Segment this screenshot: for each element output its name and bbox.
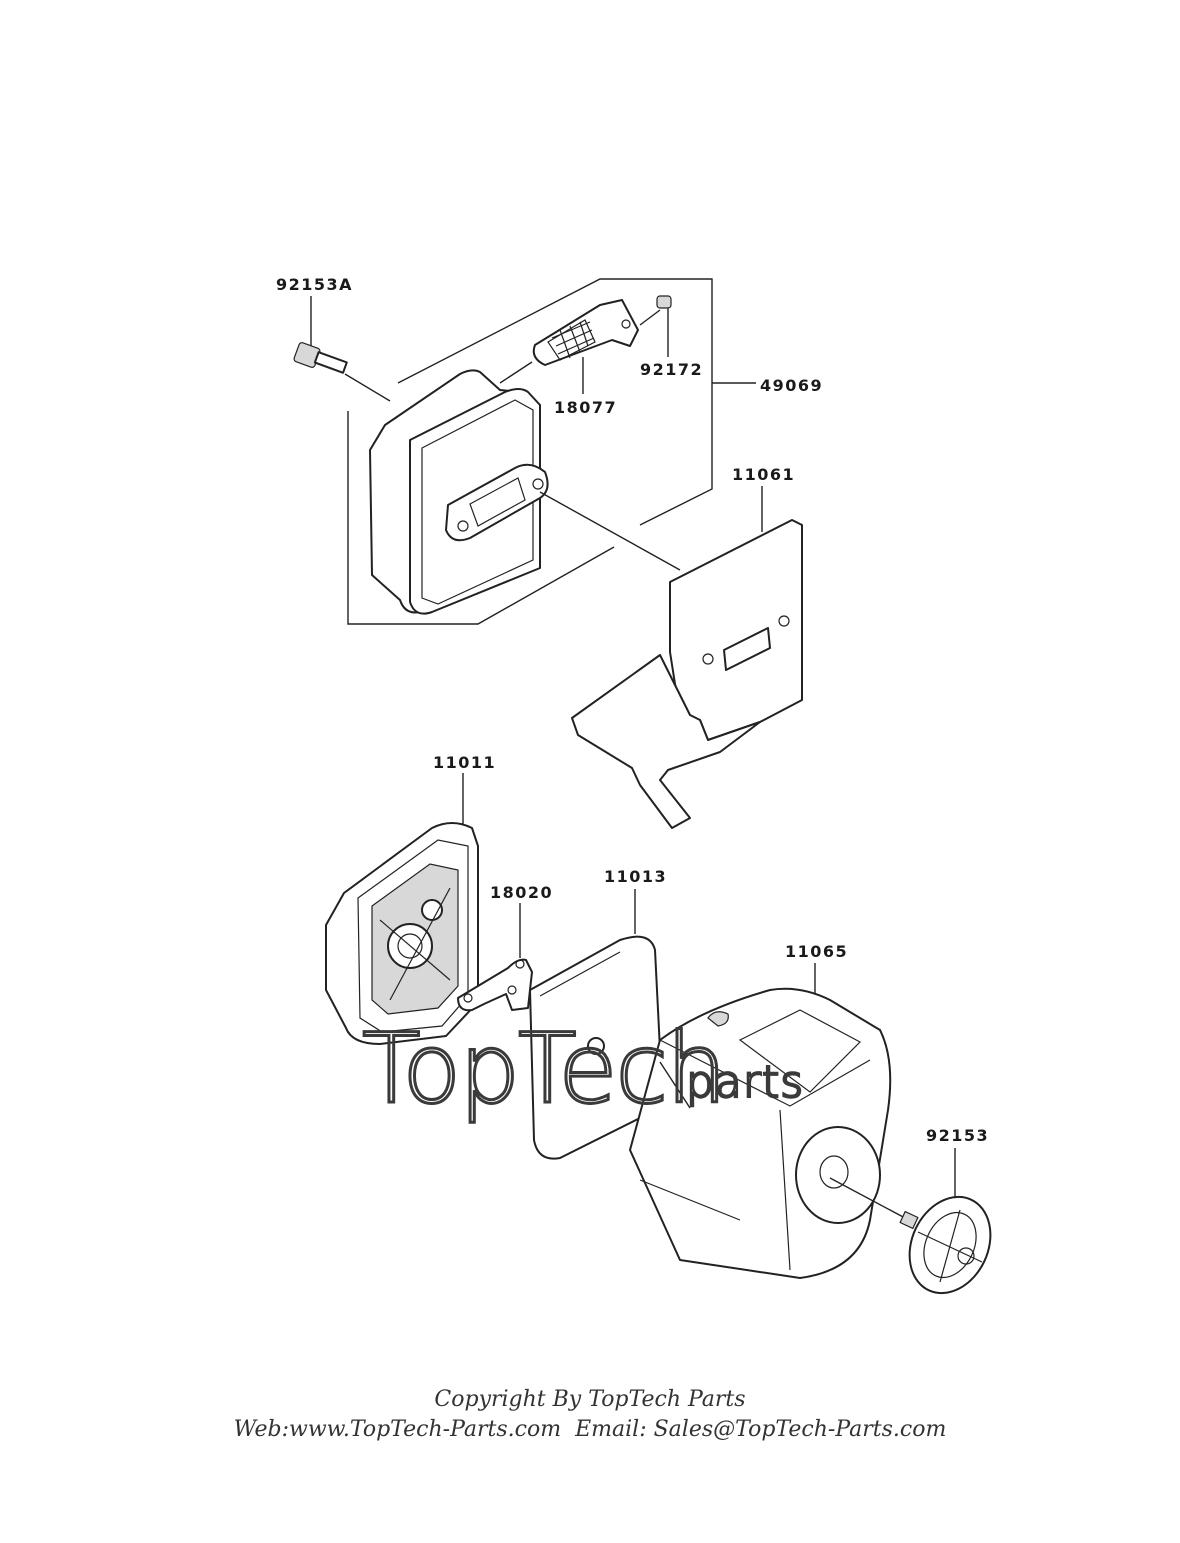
heat-shield-11061 [571, 486, 803, 829]
muffler-assembly-bracket [347, 278, 756, 625]
part-label-11061: 11061 [732, 465, 795, 484]
air-cleaner-case-11011 [325, 773, 479, 1045]
website-text: Web:www.TopTech-Parts.com [233, 1417, 562, 1442]
part-label-92153: 92153 [926, 1126, 989, 1145]
part-label-18077: 18077 [554, 398, 617, 417]
part-label-18020: 18020 [490, 883, 553, 902]
spark-arrestor-18077 [499, 299, 661, 394]
part-label-49069: 49069 [760, 376, 823, 395]
watermark-logo-sub: parts [686, 1057, 804, 1108]
part-label-92153a: 92153A [276, 275, 353, 294]
muffler-body [369, 369, 681, 615]
air-filter-11013 [529, 889, 663, 1160]
part-label-11013: 11013 [604, 867, 667, 886]
footer: Copyright By TopTech Parts Web:www.TopTe… [0, 1385, 1180, 1445]
bracket-18020 [457, 903, 533, 1012]
part-label-11065: 11065 [785, 942, 848, 961]
knob-92153 [899, 1148, 992, 1295]
bolt-92153a [293, 296, 391, 402]
contact-line: Web:www.TopTech-Parts.com Email: Sales@T… [0, 1415, 1180, 1445]
email-text: Email: Sales@TopTech-Parts.com [575, 1417, 947, 1442]
copyright-text: Copyright By TopTech Parts [434, 1387, 746, 1412]
part-label-11011: 11011 [433, 753, 496, 772]
part-label-92172: 92172 [640, 360, 703, 379]
air-cleaner-cover-11065 [629, 963, 906, 1279]
screw-92172 [656, 295, 672, 357]
watermark-logo: TopTech [362, 1013, 725, 1125]
